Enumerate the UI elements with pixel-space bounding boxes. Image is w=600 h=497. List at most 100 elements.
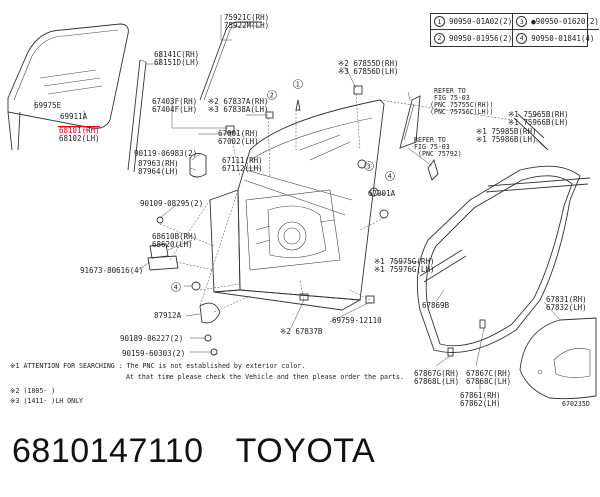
brand-name: TOYOTA [235,432,376,470]
label-67111: 67111(RH) [222,156,263,165]
label-75965b: ※1 75965B(RH) [508,110,568,119]
bolt-90109 [156,216,164,224]
label-69911a: 69911A [60,112,88,121]
refer-to-2: REFER TO [414,136,446,144]
label-68620: 68620(LH) [152,240,193,249]
label-67856d: ※3 67856D(LH) [338,67,398,76]
label-67869b: 67869B [422,301,450,310]
svg-text:4: 4 [174,284,178,292]
label-75921c: 75921C(RH) [224,13,269,22]
highlight-underline [58,126,100,128]
label-67831: 67831(RH) [546,295,587,304]
label-90109: 90109-08295(2) [140,199,203,208]
label-90119: 90119-06983(2) [134,149,197,158]
glass-run-channel [127,59,147,173]
label-67837b: ※2 67837B [280,327,323,336]
label-90189: 90189-06227(2) [120,334,183,343]
label-68610b: 68610B(RH) [152,232,197,241]
label-75985b: ※1 75985B(RH) [476,127,536,136]
label-87964: 87964(LH) [138,167,179,176]
label-90159: 90159-60303(2) [122,349,185,358]
svg-text:2: 2 [270,92,274,100]
legend-code: ●90950-01620(2) [531,17,599,26]
legend-code: 90950-01841(4) [531,33,595,43]
label-67001: 67001(RH) [218,129,259,138]
svg-text:3: 3 [367,163,371,171]
label-75975g: ※1 75975G(RH) [374,257,434,266]
figure-number: 670235D [562,400,590,408]
label-67001a: 67001A [368,189,396,198]
label-75922m: 75922M(LH) [224,21,269,30]
label-69759: 69759-12110 [332,316,382,325]
label-67862: 67862(LH) [460,399,501,408]
refer-fig-1: FIG 75-03 [434,94,470,102]
legend-marker: 2 [434,32,445,44]
circled-marker-4: 4 [171,282,181,292]
label-75976g: ※1 75976G(LH) [374,265,434,274]
label-67403f: 67403F(RH) [152,97,197,106]
door-shell [209,99,385,311]
check-87912 [199,302,221,324]
label-91673: 91673-80616(4) [80,266,143,275]
label-67868c: 67868C(LH) [466,377,511,386]
part-caption: 6810147110 TOYOTA [12,432,375,471]
legend-item-2: 2 90950-01956(2) [431,30,514,46]
door-glass [7,23,129,151]
label-87963: 87963(RH) [138,159,179,168]
label-67832: 67832(LH) [546,303,587,312]
part-number: 6810147110 [12,432,204,470]
label-67002: 67002(LH) [218,137,259,146]
label-68151d: 68151D(LH) [154,58,199,67]
washer-4 [191,281,201,291]
label-67867g: 67867G(RH) [414,369,459,378]
refer-fig-2: FIG 75-03 [414,143,450,151]
label-75986b: ※1 75986B(LH) [476,135,536,144]
door-opening-weatherstrip [416,165,581,353]
label-87912a: 87912A [154,311,182,320]
outer-weatherstrip [485,177,591,193]
svg-text:4: 4 [388,173,392,181]
footnote-2: ※2 (1805- ) [10,387,55,395]
belt-moulding-upper [199,21,262,101]
service-hole-cover [519,317,597,400]
clip-67855 [353,85,363,95]
refer-pnc-75792: (PNC 75792) [418,150,462,158]
refer-pnc-75755c: (PNC 75755C(RH)) [430,101,494,109]
door-parts-diagram: 75921C(RH) 75922M(LH) 68141C(RH) 68151D(… [7,13,597,408]
hinge-68610 [147,255,179,271]
circled-marker-1: 1 [293,79,303,89]
clip-1 [295,99,301,111]
label-67855d: ※2 67855D(RH) [338,59,398,68]
legend-marker: 1 [434,16,445,27]
legend-marker: 4 [516,32,528,44]
label-68141c: 68141C(RH) [154,50,199,59]
circled-marker-4b: 4 [385,171,395,181]
footnote-3: ※3 (1411- )LH ONLY [10,397,83,405]
footnote-attention-2: At that time please check the Vehicle an… [126,373,404,381]
refer-pnc-75756c: (PNC 75756C(LH)) [430,108,494,116]
label-67112: 67112(LH) [222,164,263,173]
refer-to-1: REFER TO [434,87,466,95]
label-69975e: 69975E [34,101,62,110]
label-67404f: 67404F(LH) [152,105,197,114]
fastener-legend: 1 90950-01A02(2) 3●90950-01620(2) 2 90950-… [430,13,599,47]
label-67861: 67861(RH) [460,391,501,400]
legend-item-3: 3●90950-01620(2) [513,14,599,30]
bolt-67001a [379,209,389,219]
legend-code: 90950-01956(2) [449,33,513,43]
circled-marker-3: 3 [364,161,374,171]
label-67838a: ※3 67838A(LH) [208,105,268,114]
label-67837a: ※2 67837A(RH) [208,97,268,106]
label-67867c: 67867C(RH) [466,369,511,378]
legend-item-1: 1 90950-01A02(2) [431,14,514,30]
legend-code: 90950-01A02(2) [449,17,513,26]
label-68102: 68102(LH) [59,134,100,143]
footnote-attention: ※1 ATTENTION FOR SEARCHING : The PNC is … [10,362,305,370]
label-68101-highlight[interactable]: 68101(RH) [59,126,100,135]
legend-marker: 3 [516,16,528,27]
bracket-90119 [189,153,207,178]
svg-text:1: 1 [296,81,300,89]
label-67868l: 67868L(LH) [414,377,459,386]
weatherstrip-front [399,95,421,149]
